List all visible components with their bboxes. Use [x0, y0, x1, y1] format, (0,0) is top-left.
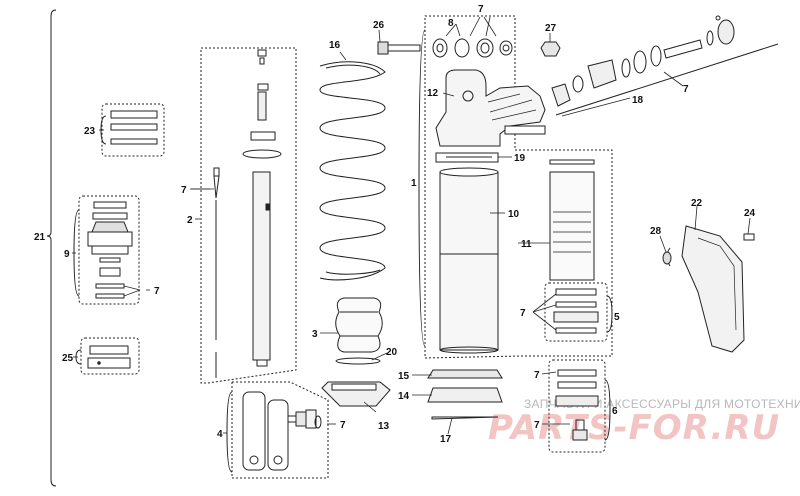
- callout-7-f: 7: [534, 370, 540, 381]
- part-10-cylinder: [439, 167, 499, 354]
- callout-10: 10: [508, 209, 520, 220]
- callout-18: 18: [632, 95, 644, 106]
- part-1-damper-box: [418, 15, 613, 359]
- callout-25: 25: [62, 353, 74, 364]
- callout-16: 16: [329, 40, 341, 51]
- part-8-washers: [432, 38, 513, 58]
- callout-2: 2: [187, 215, 193, 226]
- callout-17: 17: [440, 434, 452, 445]
- part-19-washer: [435, 152, 499, 163]
- part-9-box: [73, 195, 140, 305]
- watermark: PARTS-FOR.RU ЗАПЧАСТИ И АКСЕССУАРЫ ДЛЯ М…: [488, 397, 800, 448]
- part-23-box: [100, 103, 165, 157]
- callout-13: 13: [378, 421, 390, 432]
- callout-7-c: 7: [340, 420, 346, 431]
- callout-labels: 21 23 9 25 7 2 7 16 3 20 13 4 7 26 8 7 2…: [34, 4, 756, 445]
- part-6-box: [548, 359, 611, 453]
- callout-9: 9: [64, 249, 70, 260]
- callout-3: 3: [312, 329, 318, 340]
- part-4-box: [226, 381, 329, 479]
- part-15-ring: [427, 369, 503, 379]
- callout-5: 5: [614, 312, 620, 323]
- callout-4: 4: [217, 429, 223, 440]
- part-11-boot: [549, 159, 595, 281]
- part-27-nut: [540, 41, 561, 57]
- callout-7-h: 7: [683, 84, 689, 95]
- callout-7-e: 7: [520, 308, 526, 319]
- part-25-box: [75, 337, 140, 375]
- callout-7-a: 7: [181, 185, 187, 196]
- leader-lines: [72, 16, 751, 435]
- part-16-spring: [319, 61, 386, 281]
- callout-23: 23: [84, 126, 96, 137]
- part-17-clip: [431, 416, 499, 420]
- callout-21: 21: [34, 232, 46, 243]
- callout-19: 19: [514, 153, 526, 164]
- callout-8: 8: [448, 18, 454, 29]
- part-13-clevis: [321, 381, 391, 407]
- part-18-adjuster: [551, 15, 779, 116]
- part-14-ring: [427, 387, 503, 403]
- callout-14: 14: [398, 391, 410, 402]
- callout-15: 15: [398, 371, 410, 382]
- callout-22: 22: [691, 198, 703, 209]
- callout-27: 27: [545, 23, 557, 34]
- callout-7-g: 7: [534, 420, 540, 431]
- callout-28: 28: [650, 226, 662, 237]
- part-12-head: [435, 69, 546, 147]
- part-3-bumper: [335, 297, 383, 353]
- callout-6: 6: [612, 406, 618, 417]
- callout-24: 24: [744, 208, 756, 219]
- callout-26: 26: [373, 20, 385, 31]
- callout-12: 12: [427, 88, 439, 99]
- callout-7-b: 7: [154, 286, 160, 297]
- callout-1: 1: [411, 178, 417, 189]
- callout-20: 20: [386, 347, 398, 358]
- part-2-shaft-box: [200, 47, 297, 384]
- callout-7-d: 7: [478, 4, 484, 15]
- part-20-washer: [335, 357, 381, 365]
- part-26-bolt: [377, 41, 421, 55]
- callout-11: 11: [521, 239, 532, 250]
- watermark-brand: PARTS-FOR.RU: [488, 408, 780, 448]
- part-5-box: [544, 282, 613, 342]
- part-22-mudguard: [662, 225, 755, 353]
- group-21-bracket: [46, 9, 57, 487]
